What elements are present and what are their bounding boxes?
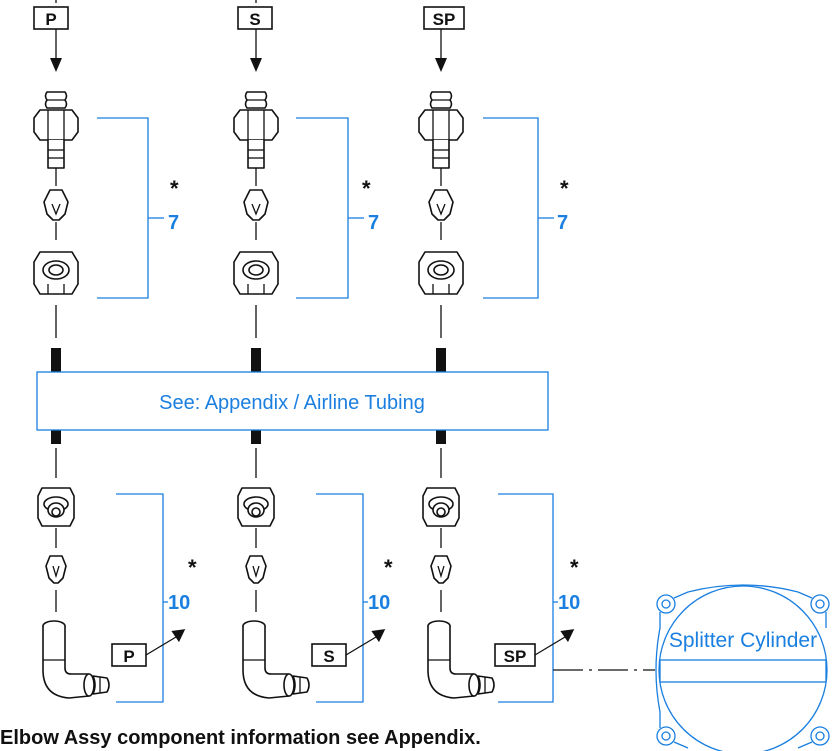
lower-fitting-s bbox=[237, 421, 310, 699]
top-label-p: P bbox=[45, 10, 56, 29]
lower-bracket bbox=[116, 493, 164, 703]
lower-fitting-sp bbox=[422, 421, 495, 699]
column-s: S * 7 * 10 S bbox=[233, 0, 393, 703]
down-arrow-icon bbox=[250, 58, 262, 72]
lower-fitting-p bbox=[37, 421, 110, 699]
up-right-arrow-icon bbox=[560, 629, 575, 643]
asterisk-lower: * bbox=[188, 555, 197, 580]
top-label-s: S bbox=[249, 10, 260, 29]
up-right-arrow-icon bbox=[171, 629, 186, 643]
down-arrow-icon bbox=[50, 58, 62, 72]
down-arrow-icon bbox=[435, 58, 447, 72]
column-sp: SP * 7 * 10 SP bbox=[418, 6, 655, 703]
upper-fitting-p bbox=[33, 91, 79, 373]
bottom-label-s: S bbox=[323, 647, 334, 666]
upper-fitting-sp bbox=[418, 91, 464, 373]
asterisk-upper: * bbox=[170, 176, 179, 201]
splitter-cylinder bbox=[655, 584, 830, 751]
splitter-label: Splitter Cylinder bbox=[669, 629, 817, 652]
callout-10-sp: 10 bbox=[558, 592, 580, 614]
asterisk-lower: * bbox=[570, 555, 579, 580]
bottom-label-sp: SP bbox=[504, 647, 527, 666]
footer-note: Elbow Assy component information see App… bbox=[0, 727, 481, 749]
asterisk-lower: * bbox=[384, 555, 393, 580]
tubing-banner-box bbox=[36, 371, 549, 431]
column-p: P * 7 * 10 P bbox=[33, 0, 197, 703]
asterisk-upper: * bbox=[362, 176, 371, 201]
callout-7-p: 7 bbox=[168, 212, 179, 234]
tubing-banner: See: Appendix / Airline Tubing bbox=[36, 371, 549, 431]
upper-fitting-s bbox=[233, 91, 279, 373]
top-label-sp: SP bbox=[433, 10, 456, 29]
asterisk-upper: * bbox=[560, 176, 569, 201]
up-right-arrow-icon bbox=[371, 629, 386, 643]
tubing-banner-text[interactable]: See: Appendix / Airline Tubing bbox=[159, 392, 425, 414]
upper-bracket bbox=[97, 117, 149, 299]
top-label-box bbox=[33, 6, 69, 30]
callout-7-s: 7 bbox=[368, 212, 379, 234]
callout-7-sp: 7 bbox=[557, 212, 568, 234]
callout-10-s: 10 bbox=[368, 592, 390, 614]
callout-10-p: 10 bbox=[168, 592, 190, 614]
bottom-label-p: P bbox=[123, 647, 134, 666]
